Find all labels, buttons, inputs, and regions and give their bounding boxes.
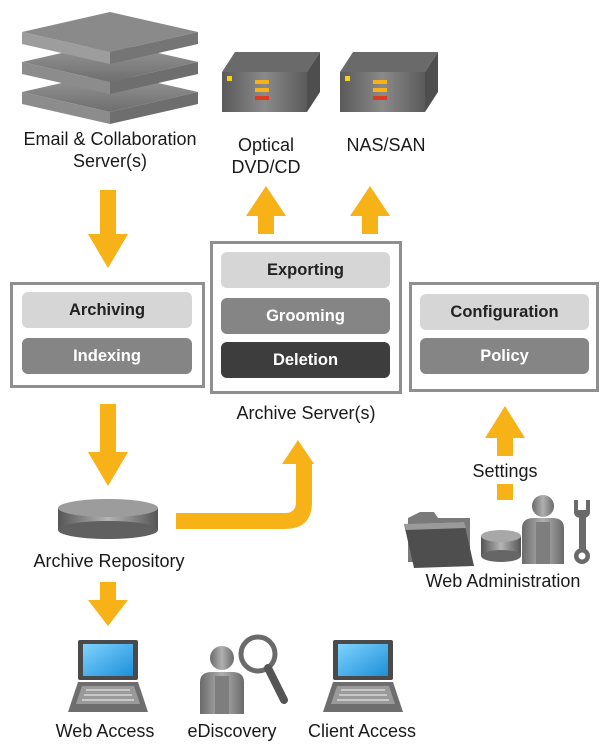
wrench-icon (574, 500, 590, 564)
settings-label: Settings (472, 461, 538, 481)
archiving-step: Archiving (22, 292, 192, 328)
ediscovery-user-icon (200, 646, 244, 714)
optical-label: Optical DVD/CD (214, 134, 318, 178)
database-disk-icon (58, 499, 158, 539)
arrow-settings-to-policy (485, 406, 525, 500)
nas-san-label: NAS/SAN (346, 135, 426, 155)
server-stack-icon (22, 12, 198, 124)
web-access-label: Web Access (55, 721, 155, 741)
nas-san-storage-device-icon (340, 52, 438, 112)
folder-icon (404, 512, 474, 568)
user-icon (522, 495, 564, 564)
policy-step: Policy (420, 338, 589, 374)
configuration-step: Configuration (420, 294, 589, 330)
email-server-label-line1: Email & Collaboration (23, 129, 197, 149)
optical-storage-device-icon (222, 52, 320, 112)
web-administration-label: Web Administration (425, 571, 581, 591)
archive-server-label: Archive Server(s) (236, 403, 376, 423)
deletion-step: Deletion (221, 342, 390, 378)
arrow-repository-to-archive-server (176, 440, 314, 529)
database-icon (481, 530, 521, 562)
email-server-label-line2: Server(s) (72, 151, 147, 171)
arrow-indexing-to-repository (88, 404, 128, 486)
magnifier-icon (238, 634, 288, 704)
arrow-up-to-optical (246, 186, 286, 234)
client-access-label: Client Access (307, 721, 417, 741)
grooming-step: Grooming (221, 298, 390, 334)
exporting-step: Exporting (221, 252, 390, 288)
arrow-email-to-archiving (88, 190, 128, 268)
optical-label-line2: DVD/CD (231, 157, 301, 177)
email-server-label: Email & Collaboration Server(s) (0, 128, 220, 172)
archive-repository-label: Archive Repository (33, 551, 185, 571)
ediscovery-label: eDiscovery (187, 721, 277, 741)
arrow-repository-to-access (88, 582, 128, 626)
client-laptop-icon (323, 640, 403, 712)
indexing-step: Indexing (22, 338, 192, 374)
laptop-icon (68, 640, 148, 712)
arrow-up-to-nas (350, 186, 390, 234)
optical-label-line1: Optical (237, 135, 295, 155)
